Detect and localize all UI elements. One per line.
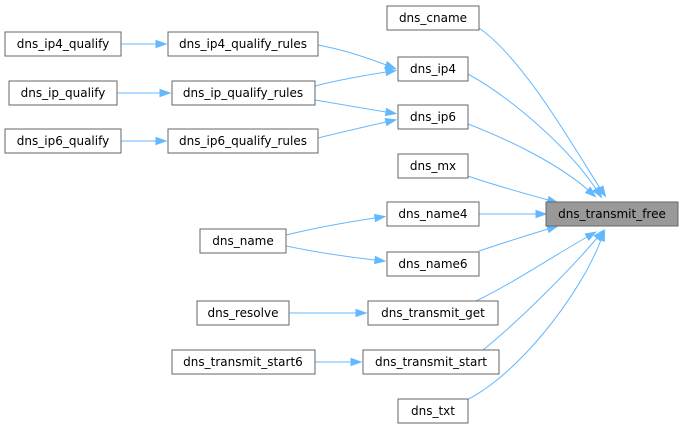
node-label: dns_transmit_start — [375, 355, 487, 369]
node-label: dns_resolve — [208, 306, 279, 320]
node-dns-resolve[interactable]: dns_resolve — [196, 300, 290, 326]
edge-dns-name-to-dns-name4 — [285, 213, 387, 236]
node-dns-ip4[interactable]: dns_ip4 — [397, 56, 469, 82]
node-label: dns_transmit_get — [381, 306, 485, 320]
edge-dns-transmit-get-to-dns-transmit-free — [475, 231, 598, 302]
edge-dns-transmit-start-to-dns-transmit-free — [482, 229, 605, 351]
node-label: dns_ip_qualify_rules — [183, 86, 303, 100]
node-dns-ip4-qualify[interactable]: dns_ip4_qualify — [4, 31, 122, 57]
node-label: dns_mx — [410, 159, 456, 173]
node-dns-transmit-free[interactable]: dns_transmit_free — [545, 201, 679, 227]
node-dns-transmit-get[interactable]: dns_transmit_get — [367, 300, 499, 326]
edge-dns-name4-to-dns-transmit-free — [479, 209, 548, 219]
node-label: dns_ip6 — [410, 110, 456, 124]
edge-dns-ip4-to-dns-transmit-free — [467, 73, 603, 199]
edge-dns-mx-to-dns-transmit-free — [467, 175, 560, 204]
node-label: dns_ip4 — [410, 62, 456, 76]
node-label: dns_ip6_qualify_rules — [179, 134, 307, 148]
node-label: dns_ip4_qualify_rules — [179, 37, 307, 51]
edge-dns-ip-qualify-rules-to-dns-ip6 — [314, 99, 398, 117]
node-dns-ip6-qualify-rules[interactable]: dns_ip6_qualify_rules — [167, 128, 319, 154]
edge-dns-ip6-to-dns-transmit-free — [467, 123, 597, 198]
node-dns-ip-qualify[interactable]: dns_ip_qualify — [8, 80, 118, 106]
node-label: dns_name — [212, 234, 274, 248]
node-label: dns_txt — [411, 404, 455, 418]
node-label: dns_transmit_free — [558, 207, 666, 221]
node-dns-ip4-qualify-rules[interactable]: dns_ip4_qualify_rules — [167, 31, 319, 57]
edge-dns-ip4-qualify-rules-to-dns-ip4 — [317, 44, 397, 70]
node-dns-name4[interactable]: dns_name4 — [386, 201, 480, 227]
node-label: dns_cname — [399, 11, 467, 25]
edge-dns-resolve-to-dns-transmit-get — [289, 308, 368, 318]
node-dns-cname[interactable]: dns_cname — [386, 5, 480, 31]
edge-dns-ip6-qualify-rules-to-dns-ip6 — [317, 118, 398, 139]
edge-dns-ip-qualify-to-dns-ip-qualify-rules — [117, 88, 172, 98]
edge-dns-ip4-qualify-to-dns-ip4-qualify-rules — [120, 39, 168, 49]
node-dns-ip6[interactable]: dns_ip6 — [397, 104, 469, 130]
edge-dns-ip-qualify-rules-to-dns-ip4 — [314, 67, 398, 87]
edge-dns-cname-to-dns-transmit-free — [478, 27, 607, 198]
edge-dns-transmit-start6-to-dns-transmit-start — [314, 357, 363, 367]
node-dns-mx[interactable]: dns_mx — [397, 153, 469, 179]
node-dns-name6[interactable]: dns_name6 — [386, 251, 480, 277]
node-label: dns_transmit_start6 — [183, 355, 303, 369]
node-dns-txt[interactable]: dns_txt — [397, 398, 469, 424]
edge-dns-txt-to-dns-transmit-free — [459, 229, 606, 404]
node-dns-ip6-qualify[interactable]: dns_ip6_qualify — [4, 128, 122, 154]
node-label: dns_name4 — [398, 207, 467, 221]
edge-dns-name-to-dns-name6 — [285, 245, 387, 265]
node-dns-transmit-start[interactable]: dns_transmit_start — [362, 349, 500, 375]
node-label: dns_ip4_qualify — [17, 37, 109, 51]
node-label: dns_ip_qualify — [21, 86, 106, 100]
node-dns-ip-qualify-rules[interactable]: dns_ip_qualify_rules — [171, 80, 316, 106]
node-dns-transmit-start6[interactable]: dns_transmit_start6 — [171, 349, 316, 375]
node-dns-name[interactable]: dns_name — [199, 228, 287, 254]
node-label: dns_name6 — [398, 257, 467, 271]
nodes: dns_transmit_free dns_cname dns_ip4 dns_… — [4, 5, 679, 424]
edge-dns-ip6-qualify-to-dns-ip6-qualify-rules — [120, 136, 168, 146]
node-label: dns_ip6_qualify — [17, 134, 109, 148]
edge-dns-name6-to-dns-transmit-free — [478, 225, 560, 252]
